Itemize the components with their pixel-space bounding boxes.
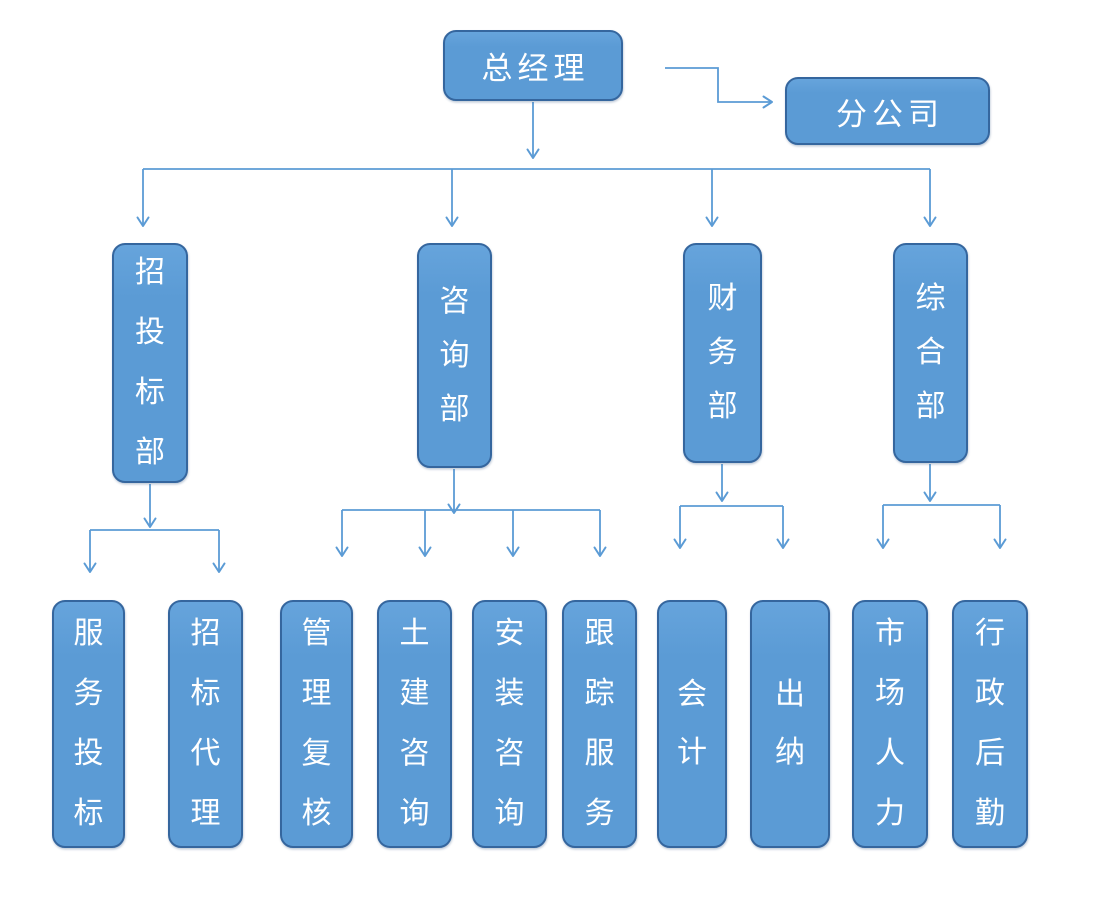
node-civil-consulting: 土建咨询 [377,600,452,848]
node-service-bidding: 服务投标 [52,600,125,848]
node-market-hr-label: 市场人力 [875,617,905,830]
node-accountant-label: 会计 [677,678,707,769]
node-dept-bidding-label: 招投标部 [135,256,165,469]
node-management-review: 管理复核 [280,600,353,848]
node-tracking-service: 跟踪服务 [562,600,637,848]
node-market-hr: 市场人力 [852,600,928,848]
node-admin-logistics: 行政后勤 [952,600,1028,848]
node-installation-consulting: 安装咨询 [472,600,547,848]
node-bidding-agency-label: 招标代理 [190,617,221,830]
node-dept-general-affairs-label: 综合部 [915,282,946,423]
node-dept-finance: 财务部 [683,243,762,463]
node-installation-consulting-label: 安装咨询 [494,617,525,830]
node-civil-consulting-label: 土建咨询 [399,617,430,830]
node-dept-bidding: 招投标部 [112,243,188,483]
node-dept-consulting: 咨询部 [417,243,492,468]
node-dept-general-affairs: 综合部 [893,243,968,463]
node-branch-company: 分公司 [785,77,990,145]
node-tracking-service-label: 跟踪服务 [584,617,615,830]
node-management-review-label: 管理复核 [301,617,332,830]
node-branch-company-label: 分公司 [836,96,944,132]
node-general-manager-label: 总经理 [481,51,590,86]
node-cashier: 出纳 [750,600,830,848]
node-dept-finance-label: 财务部 [707,282,738,423]
node-accountant: 会计 [657,600,727,848]
node-bidding-agency: 招标代理 [168,600,243,848]
node-cashier-label: 出纳 [775,678,805,769]
node-service-bidding-label: 服务投标 [73,617,104,830]
connector-root-to-affiliate [665,67,773,109]
node-dept-consulting-label: 咨询部 [439,284,470,426]
node-admin-logistics-label: 行政后勤 [975,617,1005,830]
node-general-manager: 总经理 [443,30,623,101]
